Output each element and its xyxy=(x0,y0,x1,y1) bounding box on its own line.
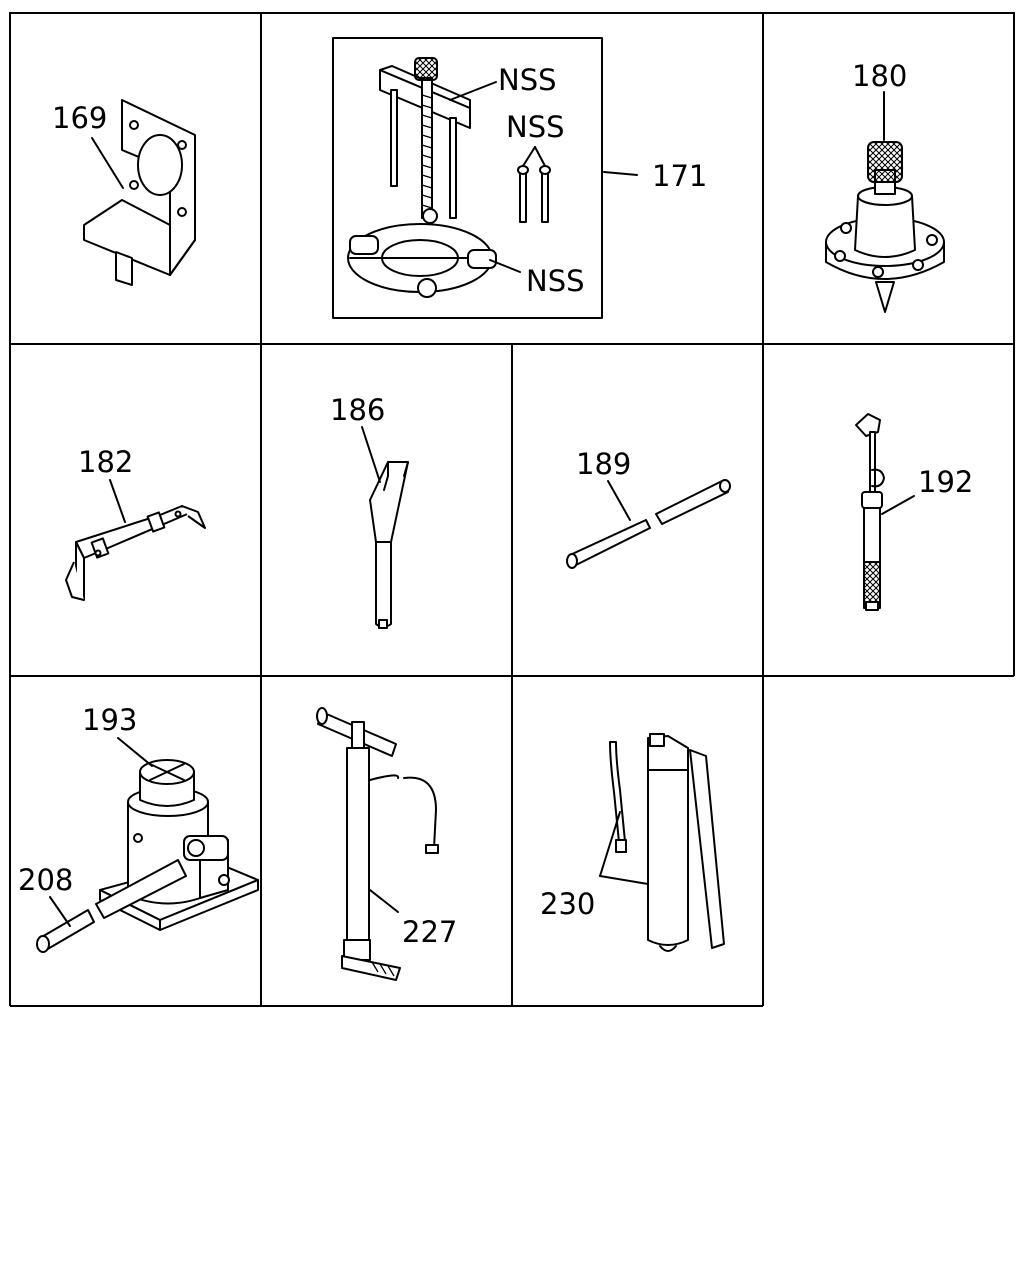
leader-192 xyxy=(881,495,915,515)
leader-230-a xyxy=(599,811,621,877)
label-nss-bottom: NSS xyxy=(526,264,585,298)
label-nss-mid: NSS xyxy=(506,110,565,144)
plate-182-drawing xyxy=(65,505,206,601)
leader-182 xyxy=(109,479,126,523)
label-169: 169 xyxy=(52,101,107,135)
cell-227-pump: 227 xyxy=(316,707,457,981)
label-186: 186 xyxy=(330,393,385,427)
bar-189-drawing xyxy=(566,479,731,569)
cell-189-bar: 189 xyxy=(566,447,731,569)
label-193: 193 xyxy=(82,703,137,737)
gauge-192-drawing xyxy=(855,413,885,611)
drift-186-drawing xyxy=(369,461,409,629)
cell-180-tool: 180 xyxy=(825,59,945,313)
cell-193-208-jack: 193 208 xyxy=(18,703,259,953)
label-171: 171 xyxy=(652,159,707,193)
label-208: 208 xyxy=(18,863,73,897)
tool-180-drawing xyxy=(825,141,945,313)
leader-nss-mid-b xyxy=(534,146,546,167)
leader-193 xyxy=(117,737,153,767)
label-189: 189 xyxy=(576,447,631,481)
leader-186 xyxy=(361,426,381,483)
grid-frame xyxy=(9,12,1015,1007)
cell-192-gauge: 192 xyxy=(855,413,973,611)
cell-186-drift: 186 xyxy=(330,393,409,629)
pump-227-drawing xyxy=(316,707,439,981)
bracket-169-drawing xyxy=(83,99,196,286)
handle-208-drawing xyxy=(36,859,187,953)
cell-171-puller-set: NSS NSS NSS 171 xyxy=(332,37,707,319)
label-180: 180 xyxy=(852,59,907,93)
leader-208 xyxy=(49,896,71,927)
leader-227 xyxy=(369,889,399,913)
label-182: 182 xyxy=(78,445,133,479)
grease-gun-230-drawing xyxy=(609,733,725,952)
leader-nss-mid-a xyxy=(522,146,536,167)
cell-169-bracket: 169 xyxy=(52,99,196,286)
cell-182-plate: 182 xyxy=(65,445,206,601)
puller-set-box xyxy=(332,37,603,319)
puller-set-drawing xyxy=(347,57,551,298)
leader-169 xyxy=(91,137,124,189)
cell-230-grease-gun: 230 xyxy=(540,733,725,952)
label-192: 192 xyxy=(918,465,973,499)
label-230: 230 xyxy=(540,887,595,921)
leader-nss-top xyxy=(449,81,497,101)
leader-230-b xyxy=(599,875,649,885)
label-nss-top: NSS xyxy=(498,63,557,97)
label-227: 227 xyxy=(402,915,457,949)
leader-171 xyxy=(603,171,638,176)
leader-nss-bottom xyxy=(489,259,521,273)
leader-189 xyxy=(607,480,631,521)
